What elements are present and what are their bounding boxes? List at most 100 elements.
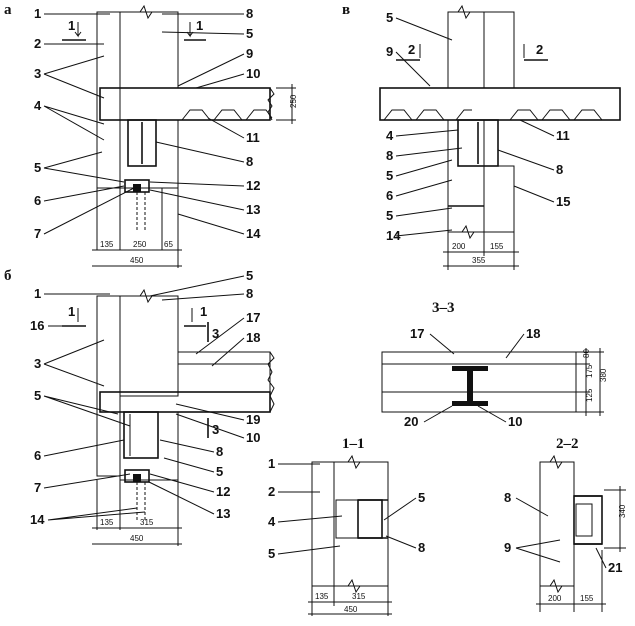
dim-s22-part-1: 200 [548, 594, 562, 603]
break-line [120, 4, 178, 20]
callout-label: 7 [34, 480, 41, 495]
callout-label: 9 [246, 46, 253, 61]
detail-v-title: в [342, 2, 350, 18]
callout-label: 8 [418, 540, 425, 555]
section-mark-1: 1 [68, 18, 75, 33]
slab-voids [181, 109, 273, 121]
floor-screed [381, 351, 577, 365]
section-arrow [186, 22, 194, 38]
section-mark-2: 2 [408, 42, 415, 57]
anchor-plate [133, 474, 141, 482]
callout-label: 9 [386, 44, 393, 59]
brick-wall-upper [119, 11, 179, 89]
lintel-core [575, 503, 593, 537]
insulation-layer [311, 461, 335, 587]
section-2-2-title: 2–2 [556, 436, 579, 452]
dim-a-part-2: 250 [133, 240, 147, 249]
section-arrow [74, 22, 82, 38]
section-mark-1: 1 [68, 304, 75, 319]
dim-s33-total: 380 [599, 368, 608, 382]
section-1-1: 1–1 135 315 450 1 2 4 5 5 8 [268, 436, 425, 616]
insulation-insert [335, 499, 359, 539]
dim-s11-part-1: 135 [315, 592, 329, 601]
dim-s11-part-2: 315 [352, 592, 366, 601]
callout-label: 9 [504, 540, 511, 555]
dim-v-total: 355 [472, 256, 486, 265]
callout-label: 5 [418, 490, 425, 505]
dim-a-part-1: 135 [100, 240, 114, 249]
callout-label: 5 [386, 10, 393, 25]
callout-label: 21 [608, 560, 622, 575]
callout-label: 2 [34, 36, 41, 51]
brick-wall [333, 461, 389, 587]
i-beam-bottom-flange [452, 401, 488, 406]
leader-lines [43, 293, 146, 521]
break-line [540, 454, 574, 470]
i-beam-top-flange [452, 366, 488, 371]
dim-b-part-1: 135 [100, 518, 114, 527]
section-2-2: 2–2 340 200 155 8 9 21 [504, 436, 627, 612]
callout-label: 18 [526, 326, 540, 341]
callout-label: 5 [386, 208, 393, 223]
callout-label: 5 [34, 160, 41, 175]
callout-label: 13 [216, 506, 230, 521]
dim-a-part-3: 65 [164, 240, 173, 249]
callout-label: 12 [216, 484, 230, 499]
gravel-fill [177, 363, 271, 393]
leader-lines [149, 13, 245, 235]
callout-label: 13 [246, 202, 260, 217]
dim-v-part-2: 155 [490, 242, 504, 251]
wall-cavity [483, 11, 515, 89]
callout-label: 2 [268, 484, 275, 499]
callout-label: 6 [34, 193, 41, 208]
callout-label: 20 [404, 414, 418, 429]
callout-label: 12 [246, 178, 260, 193]
callout-label: 19 [246, 412, 260, 427]
callout-label: 6 [386, 188, 393, 203]
leader-lines [497, 119, 555, 203]
callout-label: 6 [34, 448, 41, 463]
brick-wall-upper [119, 295, 179, 397]
dim-s33-layer-3: 125 [585, 388, 594, 402]
detail-b-title: б [4, 268, 12, 284]
callout-label: 4 [34, 98, 42, 113]
break-line [120, 288, 178, 304]
callout-label: 4 [386, 128, 394, 143]
callout-label: 10 [246, 430, 260, 445]
callout-label: 5 [246, 26, 253, 41]
dim-b-part-2: 315 [140, 518, 154, 527]
section-3-3-title: 3–3 [432, 300, 455, 316]
callout-label: 7 [34, 226, 41, 241]
wall-cavity [483, 165, 515, 233]
callout-label: 3 [34, 66, 41, 81]
section-mark-2: 2 [536, 42, 543, 57]
dim-b-total: 450 [130, 534, 144, 543]
callout-label: 1 [34, 6, 41, 21]
detail-a: а 135 250 65 450 250 [4, 2, 298, 268]
callout-label: 17 [246, 310, 260, 325]
callout-label: 8 [216, 444, 223, 459]
callout-label: 14 [30, 512, 45, 527]
dim-v-part-1: 200 [452, 242, 466, 251]
section-mark-3: 3 [212, 326, 219, 341]
leader-lines [277, 463, 417, 555]
section-1-1-title: 1–1 [342, 436, 365, 452]
break-line [334, 578, 388, 594]
callout-label: 1 [34, 286, 41, 301]
break-line [448, 4, 514, 20]
dim-s22-part-2: 155 [580, 594, 594, 603]
concrete-slab [381, 391, 577, 413]
steel-lintel [127, 119, 157, 167]
callout-label: 11 [556, 128, 570, 143]
callout-label: 10 [246, 66, 260, 81]
dim-s33-layer-2: 175 [585, 364, 594, 378]
callout-label: 3 [34, 356, 41, 371]
section-mark-1: 1 [200, 304, 207, 319]
break-line [448, 224, 514, 240]
dim-a-slab: 250 [289, 94, 298, 108]
steel-lintel-section [573, 495, 603, 545]
callout-label: 5 [34, 388, 41, 403]
break-line [540, 578, 574, 594]
break-line [267, 351, 275, 413]
